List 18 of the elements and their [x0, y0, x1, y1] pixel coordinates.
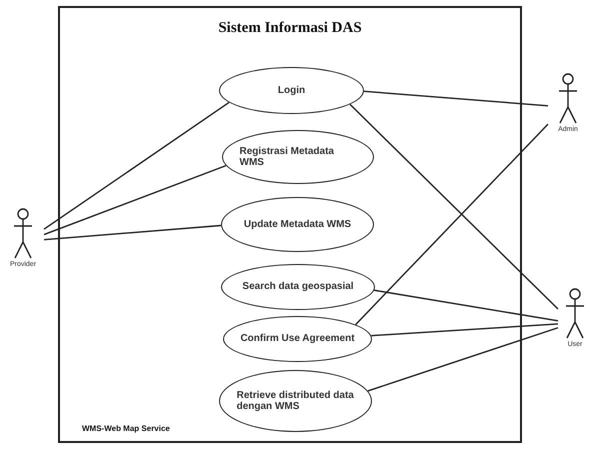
association-line: [355, 124, 548, 326]
use-case-ellipse: Login: [219, 67, 364, 114]
association-line: [44, 164, 226, 236]
use-case-ellipse: Update Metadata WMS: [221, 197, 374, 252]
association-line: [44, 102, 230, 230]
system-title: Sistem Informasi DAS: [218, 20, 362, 37]
association-line: [371, 323, 558, 336]
use-case-ellipse: Search data geospasial: [221, 264, 375, 310]
system-boundary: [58, 6, 522, 443]
use-case-ellipse: Confirm Use Agreement: [223, 316, 372, 362]
note-text: WMS-Web Map Service: [82, 424, 170, 433]
association-line: [350, 104, 558, 310]
association-line: [374, 290, 558, 322]
use-case-ellipse: Registrasi Metadata WMS: [222, 130, 374, 184]
association-line: [368, 327, 558, 392]
association-line: [44, 224, 222, 240]
use-case-ellipse: Retrieve distributed data dengan WMS: [219, 370, 372, 432]
association-line: [364, 90, 548, 106]
